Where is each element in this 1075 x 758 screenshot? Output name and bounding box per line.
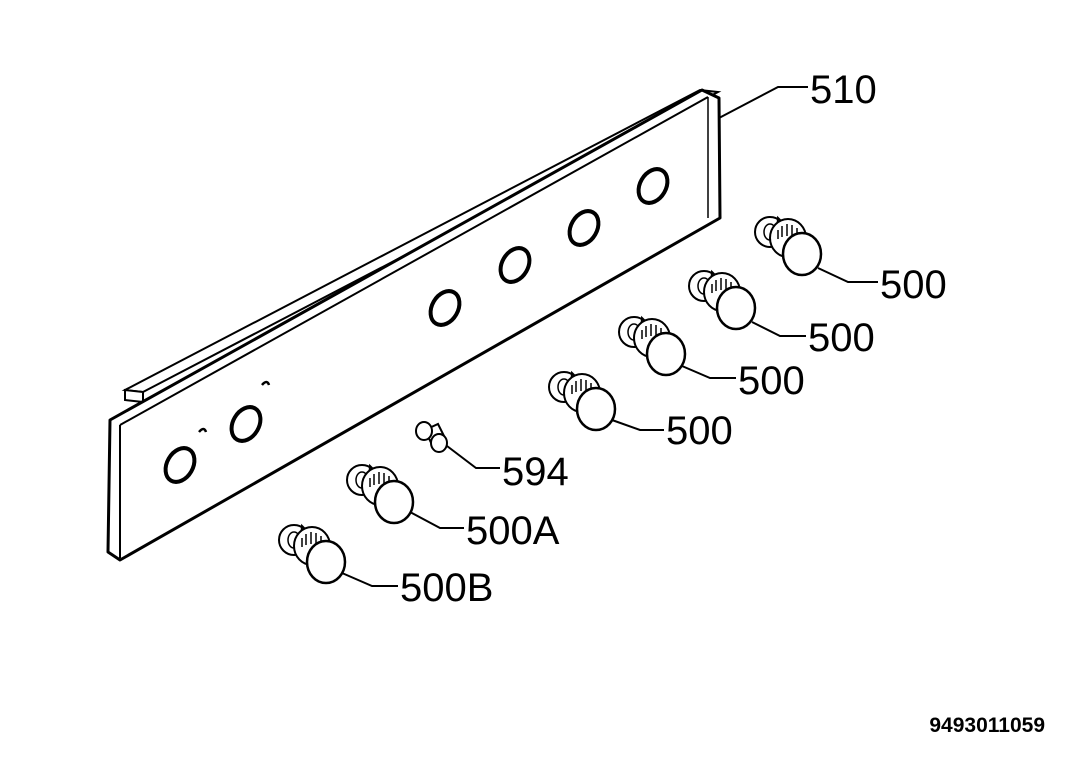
knob-500-2: 500 bbox=[687, 269, 875, 360]
knob-500b: 500B bbox=[277, 523, 493, 610]
part-label-500: 500 bbox=[738, 359, 805, 403]
knob-hole bbox=[229, 405, 263, 443]
part-label-594: 594 bbox=[502, 450, 569, 494]
part-label-500b: 500B bbox=[400, 566, 493, 610]
small-marker bbox=[198, 427, 208, 433]
part-label-500: 500 bbox=[880, 263, 947, 307]
ignition-button-594: 594 bbox=[415, 421, 569, 494]
document-number: 9493011059 bbox=[929, 714, 1045, 737]
knob-500-3: 500 bbox=[617, 315, 805, 403]
knob-500-4: 500 bbox=[547, 370, 733, 453]
control-panel bbox=[106, 88, 722, 562]
knob-hole bbox=[163, 446, 197, 484]
small-marker bbox=[261, 380, 271, 386]
knob-500a: 500A bbox=[345, 463, 560, 553]
knob-hole bbox=[567, 209, 601, 247]
knob-500-1: 500 bbox=[753, 215, 947, 307]
part-label-500: 500 bbox=[666, 409, 733, 453]
part-label-500: 500 bbox=[808, 316, 875, 360]
knob-hole bbox=[636, 167, 670, 205]
part-label-500a: 500A bbox=[466, 509, 560, 553]
knob-hole bbox=[498, 246, 532, 284]
part-label-510: 510 bbox=[810, 68, 877, 112]
knob-hole bbox=[428, 289, 462, 327]
